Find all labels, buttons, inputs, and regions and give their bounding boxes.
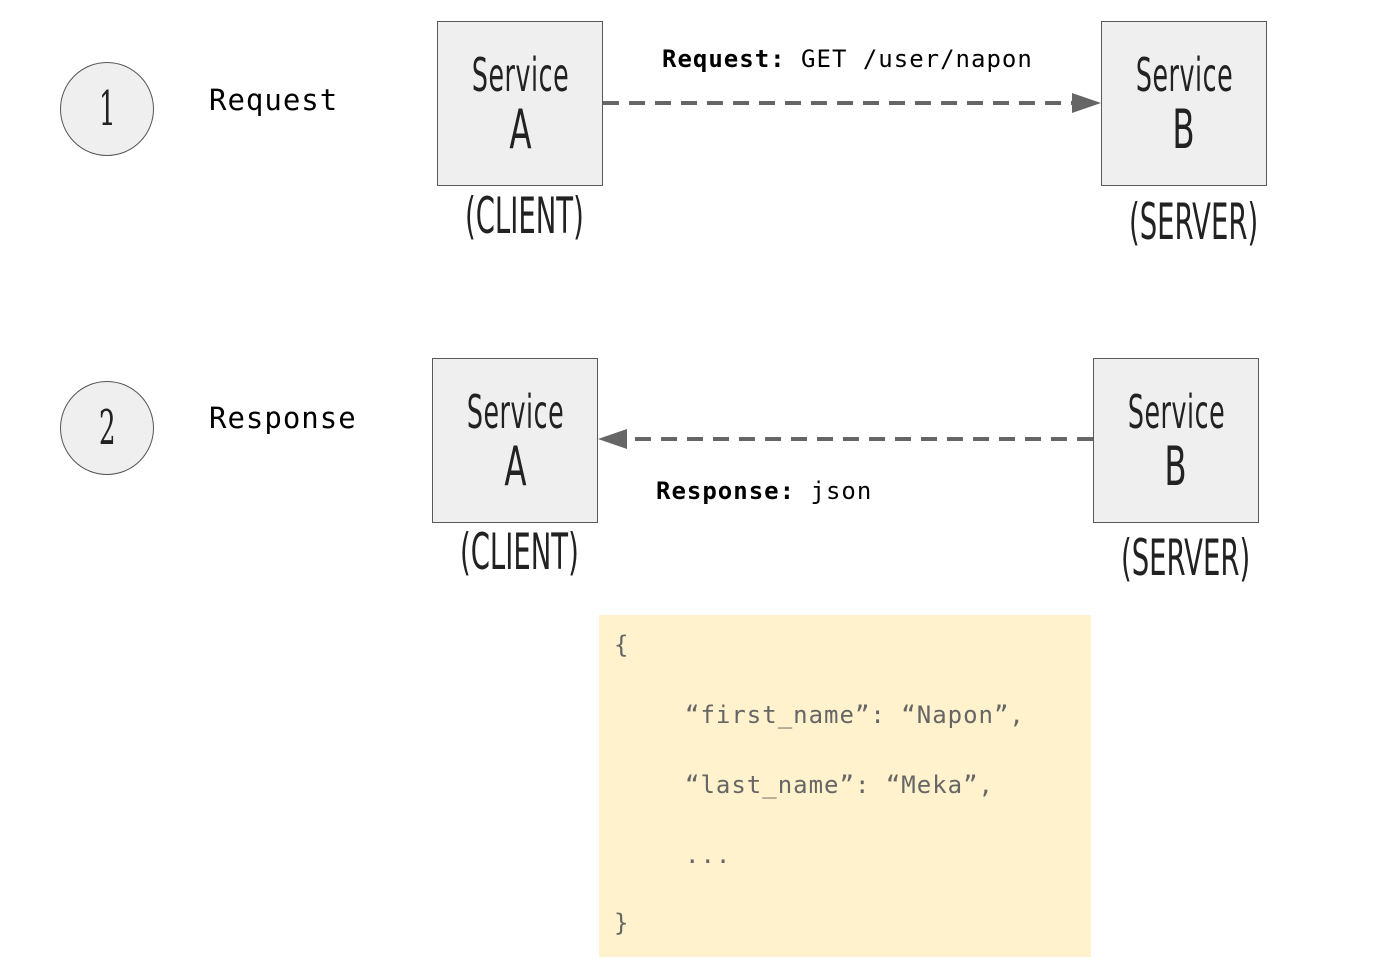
- request-label-text: GET /user/napon: [801, 45, 1033, 73]
- response-label-text: json: [810, 477, 873, 505]
- service-a-letter: A: [508, 97, 532, 161]
- server-role-label-request: (SERVER): [1129, 193, 1259, 251]
- service-b-box-response: Service B: [1093, 358, 1259, 523]
- service-b-letter: B: [1172, 97, 1196, 161]
- service-b-letter: B: [1164, 434, 1188, 498]
- step-2-label: Response: [209, 401, 357, 435]
- response-arrow: [598, 429, 1093, 449]
- response-arrow-label: Response: json: [656, 477, 872, 505]
- json-close-brace: }: [614, 909, 630, 937]
- step-1-circle: 1: [60, 62, 154, 156]
- service-b-title: Service: [1135, 47, 1233, 102]
- service-a-box-response: Service A: [432, 358, 598, 523]
- step-2-circle: 2: [60, 381, 154, 475]
- client-role-label-response: (CLIENT): [460, 523, 579, 581]
- service-b-box-request: Service B: [1101, 21, 1267, 186]
- request-label-bold: Request:: [662, 45, 786, 73]
- service-a-box-request: Service A: [437, 21, 603, 186]
- json-line-first-name: “first_name”: “Napon”,: [685, 701, 1025, 729]
- service-a-title: Service: [471, 47, 569, 102]
- json-response-example: { “first_name”: “Napon”, “last_name”: “M…: [599, 615, 1091, 957]
- server-role-label-response: (SERVER): [1121, 529, 1251, 587]
- request-arrow-label: Request: GET /user/napon: [662, 45, 1033, 73]
- json-line-last-name: “last_name”: “Meka”,: [685, 771, 994, 799]
- json-open-brace: {: [614, 631, 630, 659]
- step-1-label: Request: [209, 83, 339, 117]
- service-a-title: Service: [466, 384, 564, 439]
- json-line-ellipsis: ...: [685, 841, 732, 869]
- client-role-label-request: (CLIENT): [465, 187, 584, 245]
- response-label-bold: Response:: [656, 477, 796, 505]
- step-1-number: 1: [98, 81, 116, 137]
- service-b-title: Service: [1127, 384, 1225, 439]
- service-a-letter: A: [503, 434, 527, 498]
- step-2-number: 2: [98, 400, 116, 456]
- request-arrow: [603, 93, 1101, 113]
